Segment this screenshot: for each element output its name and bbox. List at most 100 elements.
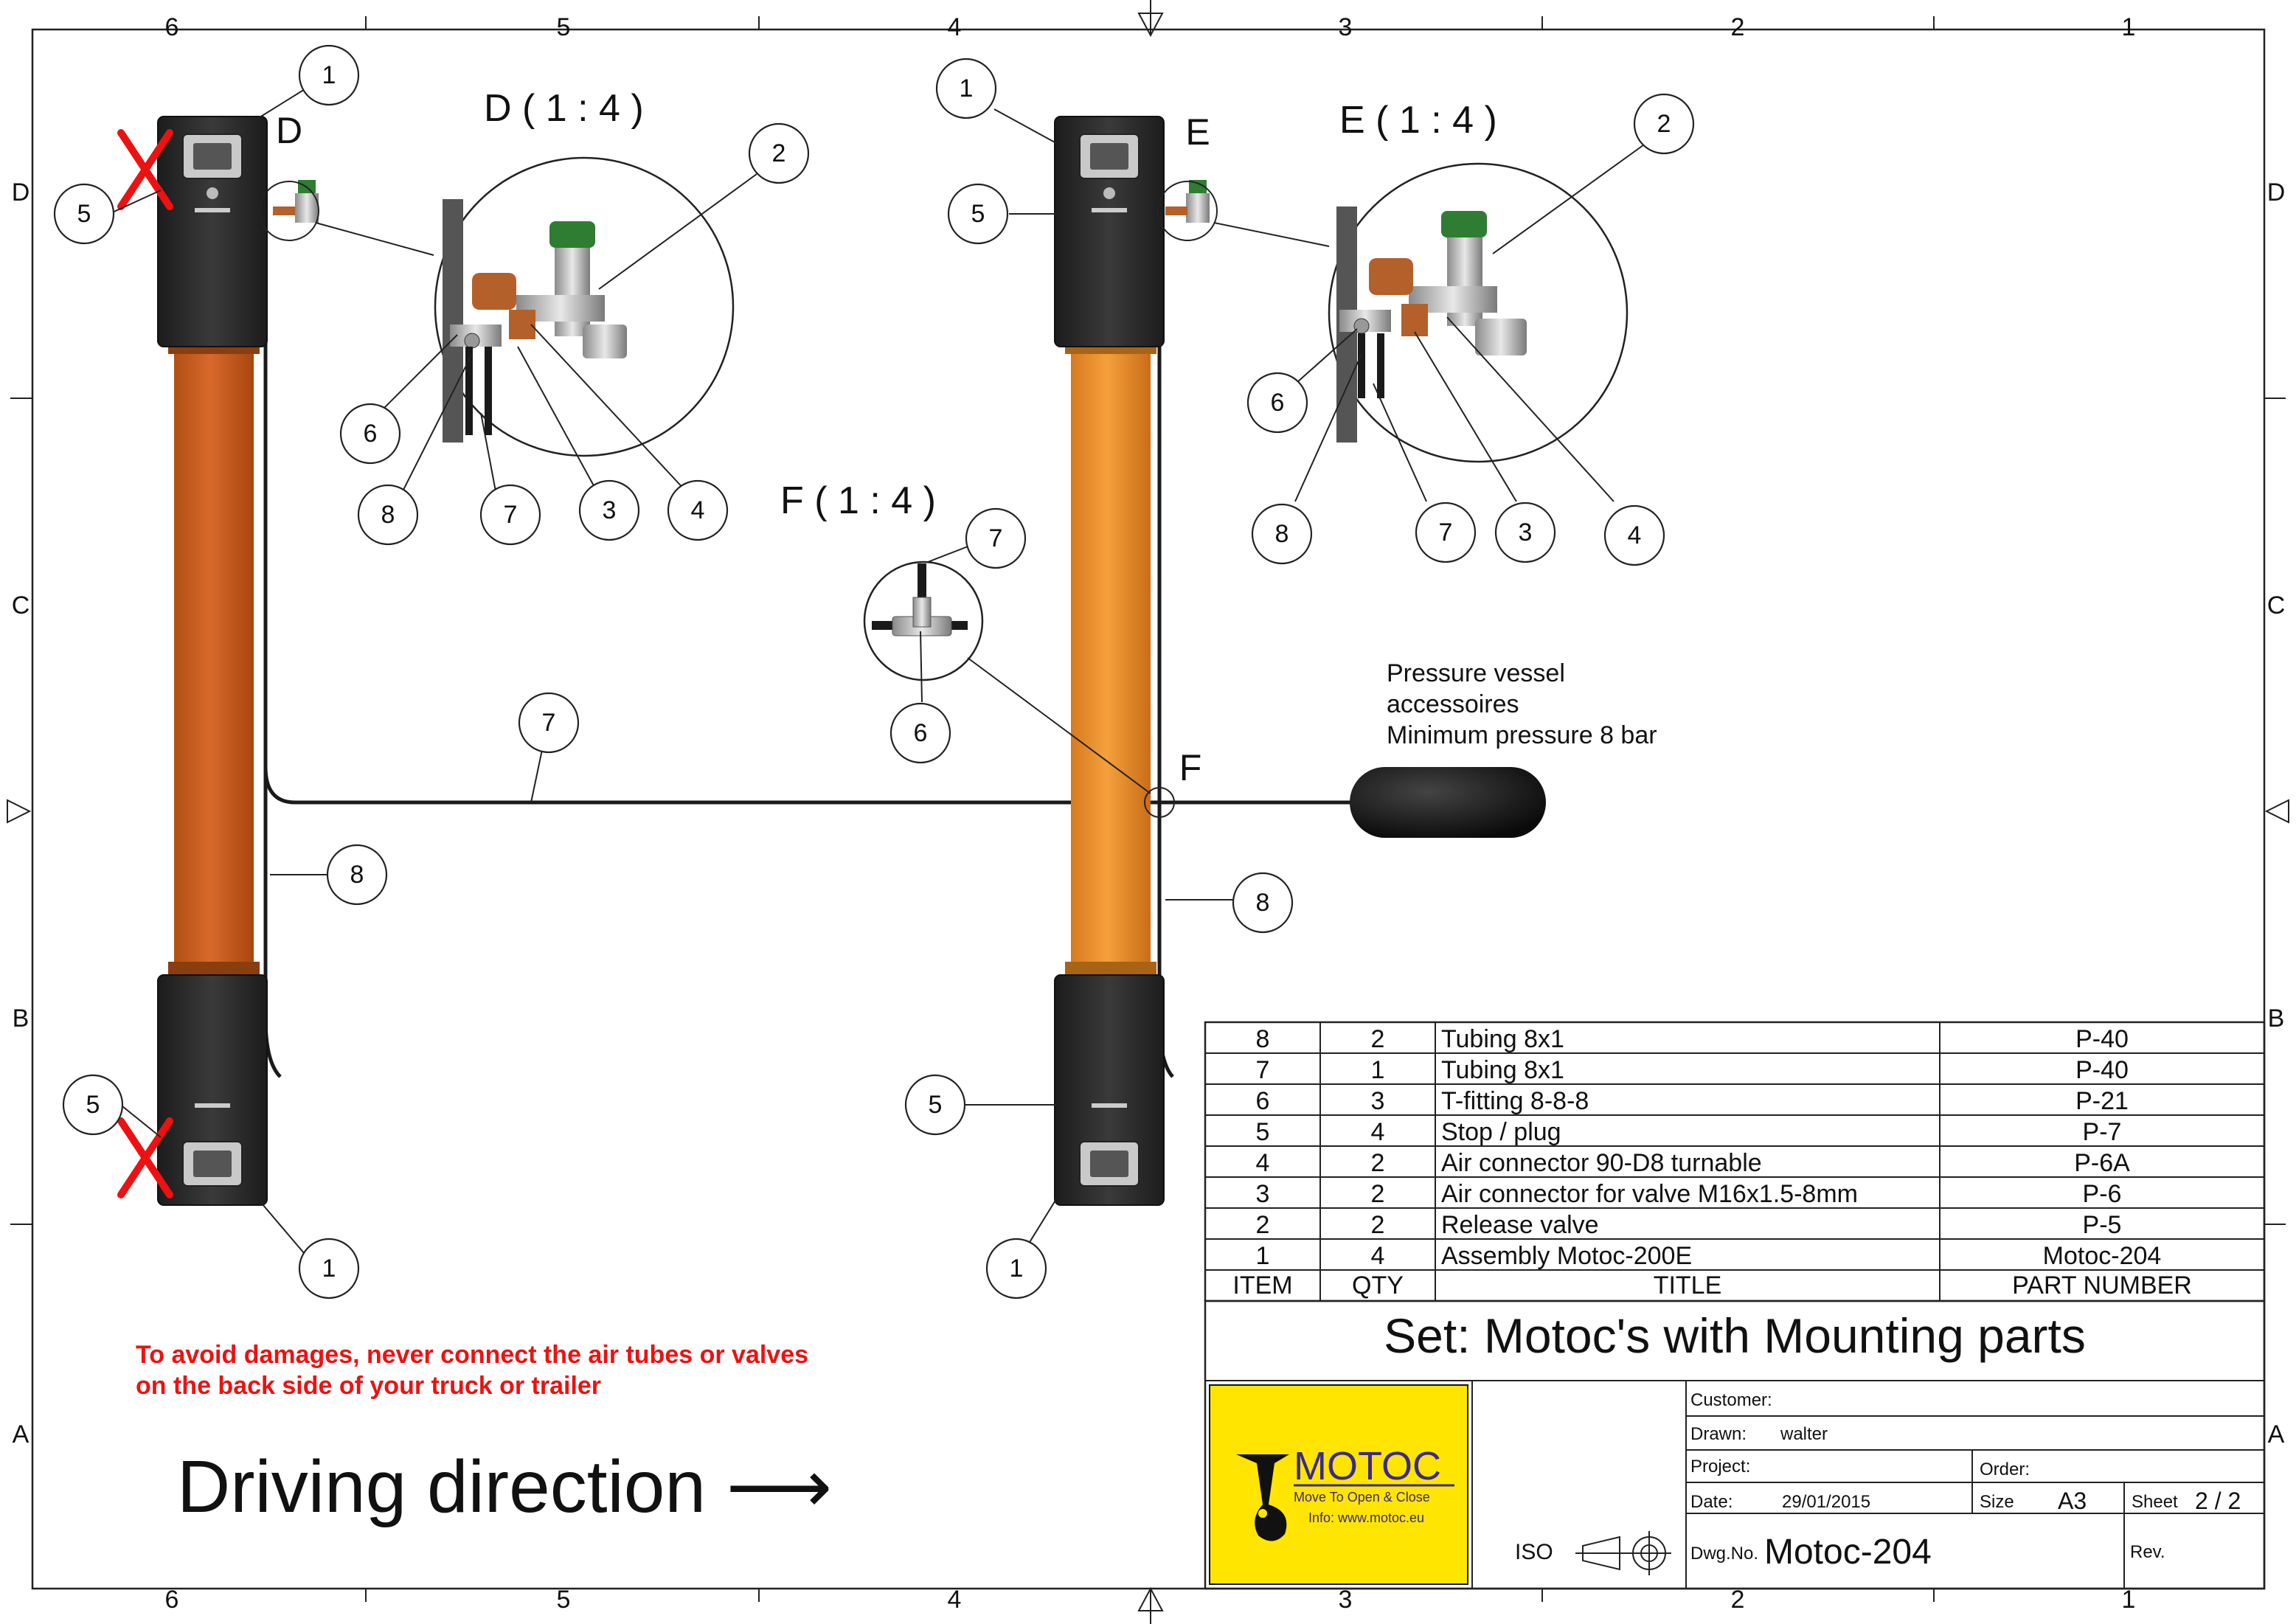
center-motoc-unit bbox=[1054, 116, 1210, 1206]
row-labels-right: D C B A bbox=[2267, 178, 2286, 1448]
callout-balloon: 8 bbox=[1232, 872, 1294, 934]
detail-f: F ( 1 : 4 ) F bbox=[780, 479, 1201, 794]
svg-text:5: 5 bbox=[971, 200, 985, 228]
svg-text:8: 8 bbox=[1275, 520, 1289, 548]
warning-line: on the back side of your truck or traile… bbox=[136, 1372, 601, 1400]
rev-label: Rev. bbox=[2130, 1542, 2165, 1562]
callout-balloon: 6 bbox=[339, 403, 401, 465]
svg-text:1: 1 bbox=[960, 74, 974, 103]
driving-direction: Driving direction ⟶ bbox=[177, 1446, 832, 1528]
detail-d-circle bbox=[434, 156, 735, 457]
drawing-border bbox=[7, 0, 2289, 1624]
vessel-label-line: accessoires bbox=[1387, 690, 1519, 718]
callout-balloon: 5 bbox=[62, 1074, 124, 1136]
project-label: Project: bbox=[1690, 1457, 1750, 1476]
detail-e-title: E ( 1 : 4 ) bbox=[1339, 99, 1497, 142]
bom-cell-qty: 2 bbox=[1371, 1211, 1385, 1239]
row-label: D bbox=[12, 178, 30, 207]
customer-label: Customer: bbox=[1690, 1390, 1772, 1410]
svg-text:6: 6 bbox=[364, 420, 378, 448]
set-title: Set: Motoc's with Mounting parts bbox=[1384, 1308, 2086, 1363]
callout-balloon: 1 bbox=[298, 44, 360, 106]
detail-d-marker: D bbox=[276, 110, 302, 151]
drawn-value: walter bbox=[1780, 1424, 1828, 1444]
bom-cell-qty: 4 bbox=[1371, 1242, 1385, 1270]
bom-cell-part: P-21 bbox=[2075, 1087, 2129, 1115]
svg-text:1: 1 bbox=[322, 1255, 336, 1283]
row-label: B bbox=[2268, 1004, 2285, 1033]
callout-balloon: 2 bbox=[1633, 93, 1695, 155]
col-label: 6 bbox=[165, 1586, 179, 1614]
bom-cell-qty: 2 bbox=[1371, 1180, 1385, 1208]
bom-cell-part: P-6 bbox=[2083, 1180, 2122, 1208]
bom-cell-item: 6 bbox=[1256, 1087, 1270, 1115]
date-label: Date: bbox=[1690, 1492, 1733, 1512]
row-label: A bbox=[13, 1420, 30, 1448]
bom-cell-title: Air connector for valve M16x1.5-8mm bbox=[1441, 1180, 1858, 1208]
svg-text:3: 3 bbox=[1519, 518, 1533, 546]
bom-cell-qty: 4 bbox=[1371, 1118, 1385, 1146]
svg-text:7: 7 bbox=[504, 501, 518, 529]
bom-cell-qty: 2 bbox=[1371, 1149, 1385, 1177]
left-motoc-unit bbox=[157, 116, 319, 1206]
logo-info: Info: www.motoc.eu bbox=[1308, 1510, 1424, 1525]
callout-balloon: 7 bbox=[518, 692, 580, 754]
f-detail-circle-small bbox=[1144, 787, 1175, 818]
drawn-label: Drawn: bbox=[1690, 1424, 1747, 1444]
center-valve-small bbox=[1165, 180, 1210, 223]
detail-e-release-valve bbox=[1441, 211, 1487, 237]
svg-text:8: 8 bbox=[350, 861, 364, 889]
vessel-label-line: Pressure vessel bbox=[1387, 659, 1565, 687]
svg-text:5: 5 bbox=[77, 200, 91, 228]
svg-text:7: 7 bbox=[542, 709, 556, 737]
bom-cell-part: P-5 bbox=[2083, 1211, 2122, 1239]
svg-text:1: 1 bbox=[322, 61, 336, 89]
order-label: Order: bbox=[1980, 1460, 2030, 1479]
svg-text:5: 5 bbox=[929, 1091, 943, 1119]
bom-cell-title: T-fitting 8-8-8 bbox=[1441, 1087, 1589, 1115]
bom-cell-title: Assembly Motoc-200E bbox=[1441, 1242, 1692, 1270]
bom-header-item: ITEM bbox=[1232, 1271, 1292, 1299]
iso-label: ISO bbox=[1515, 1540, 1553, 1564]
dwg-label: Dwg.No. bbox=[1690, 1544, 1758, 1564]
warning-line: To avoid damages, never connect the air … bbox=[136, 1341, 808, 1369]
svg-text:6: 6 bbox=[914, 719, 928, 747]
callout-balloon: 8 bbox=[326, 844, 388, 906]
bom-cell-item: 8 bbox=[1256, 1025, 1270, 1053]
column-labels-bottom: 6 5 4 3 2 1 bbox=[165, 1586, 2136, 1614]
svg-text:5: 5 bbox=[86, 1091, 100, 1119]
detail-f-marker: F bbox=[1179, 747, 1202, 788]
bom-cell-title: Tubing 8x1 bbox=[1441, 1025, 1564, 1053]
callout-balloon: 5 bbox=[947, 183, 1009, 245]
callout-balloon: 5 bbox=[53, 183, 115, 245]
svg-text:3: 3 bbox=[603, 496, 617, 524]
svg-text:2: 2 bbox=[772, 139, 786, 167]
svg-text:6: 6 bbox=[1271, 389, 1285, 417]
bom-cell-item: 1 bbox=[1256, 1242, 1270, 1270]
x-mark-top bbox=[117, 129, 173, 210]
vessel-label: Pressure vessel accessoires Minimum pres… bbox=[1387, 659, 1657, 749]
callout-balloon: 6 bbox=[889, 702, 951, 764]
col-label: 5 bbox=[557, 13, 571, 41]
callout-balloon: 8 bbox=[357, 484, 419, 546]
col-label: 4 bbox=[948, 1586, 962, 1614]
bom-cell-title: Stop / plug bbox=[1441, 1118, 1561, 1146]
bom-cell-part: P-7 bbox=[2083, 1118, 2122, 1146]
bom-header-part: PART NUMBER bbox=[2012, 1271, 2192, 1299]
detail-d-marker-circle bbox=[259, 181, 319, 241]
svg-text:4: 4 bbox=[1628, 521, 1642, 549]
bom-cell-item: 5 bbox=[1256, 1118, 1270, 1146]
sheet-label: Sheet bbox=[2132, 1492, 2178, 1512]
pressure-vessel bbox=[1350, 767, 1546, 838]
row-label: C bbox=[12, 591, 30, 620]
size-value: A3 bbox=[2058, 1488, 2087, 1514]
svg-text:8: 8 bbox=[381, 501, 395, 529]
iso-projection-icon bbox=[1575, 1531, 1671, 1575]
logo-tagline: Move To Open & Close bbox=[1294, 1490, 1430, 1505]
row-labels-left: D C B A bbox=[12, 178, 30, 1448]
